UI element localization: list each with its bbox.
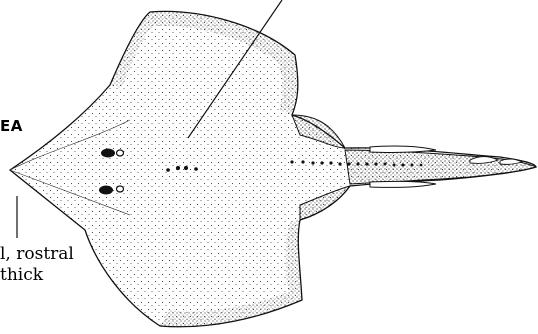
rostral-label-line-2: thick xyxy=(0,265,43,286)
rostral-label-line-1: l, rostral xyxy=(0,244,74,265)
region-label: EA xyxy=(0,117,23,135)
